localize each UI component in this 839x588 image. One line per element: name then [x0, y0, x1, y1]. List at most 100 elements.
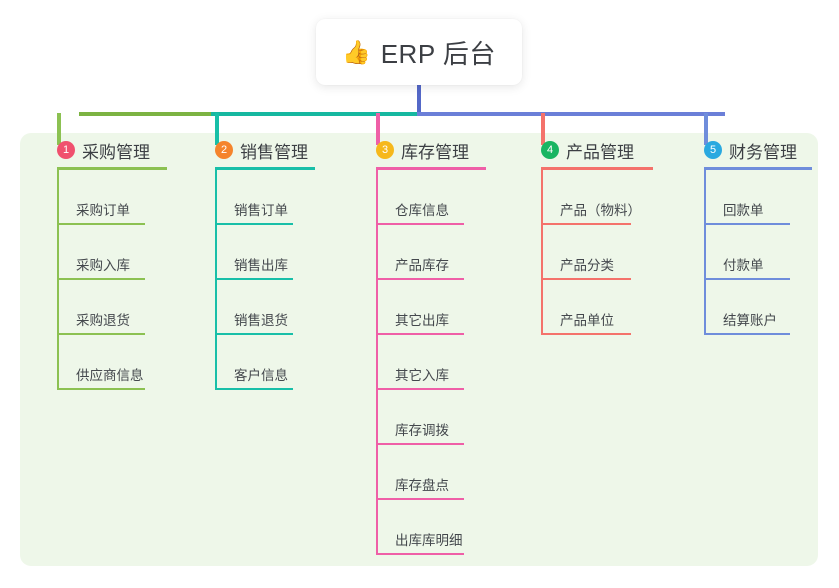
connector-drop-4	[541, 113, 545, 145]
branch-item-label: 采购入库	[76, 258, 130, 273]
branch-item-label: 出库库明细	[395, 533, 463, 548]
connector-drop-1	[57, 113, 61, 145]
connector-stem	[417, 84, 421, 114]
branch-item-rule	[541, 333, 631, 335]
branch-item-list: 产品（物料） 产品分类产品单位	[541, 170, 677, 335]
branch-item-list: 采购订单采购入库采购退货供应商信息	[57, 170, 188, 390]
branch-spine	[376, 170, 378, 555]
branch-item-rule	[376, 278, 464, 280]
branch-item[interactable]: 产品（物料）	[541, 170, 677, 225]
branch-header-5[interactable]: 5 财务管理	[685, 133, 825, 167]
branch-item-rule	[215, 223, 293, 225]
branch-spine	[57, 170, 59, 390]
connector-bar-right	[417, 112, 725, 116]
branch-spine	[215, 170, 217, 390]
branch-header-rule	[215, 167, 315, 170]
branch-item-label: 产品分类	[560, 258, 614, 273]
branch-item-list: 回款单付款单结算账户	[704, 170, 825, 335]
branch-item-label: 库存调拨	[395, 423, 449, 438]
branch-item-label: 采购退货	[76, 313, 130, 328]
branch-item[interactable]: 销售订单	[215, 170, 344, 225]
branch-item-label: 其它入库	[395, 368, 449, 383]
branch-number-badge: 4	[541, 141, 559, 159]
branch-item-rule	[376, 498, 464, 500]
branch-header-rule	[704, 167, 812, 170]
branch-item[interactable]: 出库库明细	[376, 500, 507, 555]
branch-item-label: 供应商信息	[76, 368, 144, 383]
branch-item-rule	[704, 278, 790, 280]
branch-item-rule	[215, 278, 293, 280]
branch-item-rule	[57, 333, 145, 335]
branch-item-rule	[704, 333, 790, 335]
branch-item-rule	[541, 223, 631, 225]
branch-item-rule	[57, 388, 145, 390]
branch-item-label: 销售订单	[234, 203, 288, 218]
branch-title-label: 财务管理	[729, 142, 797, 162]
root-node-label: ERP 后台	[380, 38, 496, 69]
branch-header-rule	[541, 167, 653, 170]
branch-item-rule	[57, 223, 145, 225]
branch-item-label: 仓库信息	[395, 203, 449, 218]
diagram-background-panel	[20, 133, 818, 566]
branch-item-label: 采购订单	[76, 203, 130, 218]
branch-item-label: 结算账户	[723, 313, 777, 328]
branch-item-label: 其它出库	[395, 313, 449, 328]
branch-item-label: 回款单	[723, 203, 764, 218]
branch-header-1[interactable]: 1 采购管理	[38, 133, 188, 167]
branch-item[interactable]: 库存盘点	[376, 445, 507, 500]
branch-title-label: 销售管理	[240, 142, 308, 162]
branch-item[interactable]: 库存调拨	[376, 390, 507, 445]
branch-item-rule	[376, 388, 464, 390]
branch-item-rule	[376, 333, 464, 335]
branch-item[interactable]: 其它出库	[376, 280, 507, 335]
branch-item[interactable]: 回款单	[704, 170, 825, 225]
branch-item-label: 付款单	[723, 258, 764, 273]
branch-item[interactable]: 结算账户	[704, 280, 825, 335]
branch-column-1: 1 采购管理采购订单采购入库采购退货供应商信息	[38, 133, 188, 390]
branch-item-rule	[57, 278, 145, 280]
connector-drop-3	[376, 113, 380, 145]
branch-item[interactable]: 销售出库	[215, 225, 344, 280]
branch-item[interactable]: 供应商信息	[57, 335, 188, 390]
branch-item[interactable]: 产品单位	[541, 280, 677, 335]
branch-item-label: 客户信息	[234, 368, 288, 383]
branch-item[interactable]: 销售退货	[215, 280, 344, 335]
branch-item[interactable]: 付款单	[704, 225, 825, 280]
branch-item-label: 销售出库	[234, 258, 288, 273]
branch-item-label: 产品库存	[395, 258, 449, 273]
branch-item-rule	[376, 443, 464, 445]
branch-spine	[704, 170, 706, 335]
branch-number-badge: 3	[376, 141, 394, 159]
branch-item-label: 库存盘点	[395, 478, 449, 493]
branch-item[interactable]: 产品库存	[376, 225, 507, 280]
branch-number-badge: 5	[704, 141, 722, 159]
branch-item[interactable]: 采购订单	[57, 170, 188, 225]
branch-item-rule	[704, 223, 790, 225]
connector-bar-left	[79, 112, 214, 116]
thumbs-up-icon: 👍	[342, 38, 371, 65]
branch-item[interactable]: 采购入库	[57, 225, 188, 280]
branch-item-rule	[376, 223, 464, 225]
branch-item[interactable]: 其它入库	[376, 335, 507, 390]
branch-item-rule	[376, 553, 464, 555]
branch-item[interactable]: 产品分类	[541, 225, 677, 280]
branch-title-label: 采购管理	[82, 142, 150, 162]
branch-item[interactable]: 采购退货	[57, 280, 188, 335]
branch-item[interactable]: 仓库信息	[376, 170, 507, 225]
branch-header-rule	[376, 167, 486, 170]
branch-item-label: 产品单位	[560, 313, 614, 328]
branch-spine	[541, 170, 543, 335]
branch-item[interactable]: 客户信息	[215, 335, 344, 390]
connector-drop-5	[704, 113, 708, 145]
branch-item-list: 销售订单销售出库销售退货客户信息	[215, 170, 344, 390]
root-node-erp-backend[interactable]: 👍 ERP 后台	[316, 19, 522, 85]
connector-bar-middle	[211, 112, 420, 116]
branch-item-label: 销售退货	[234, 313, 288, 328]
branch-number-badge: 1	[57, 141, 75, 159]
